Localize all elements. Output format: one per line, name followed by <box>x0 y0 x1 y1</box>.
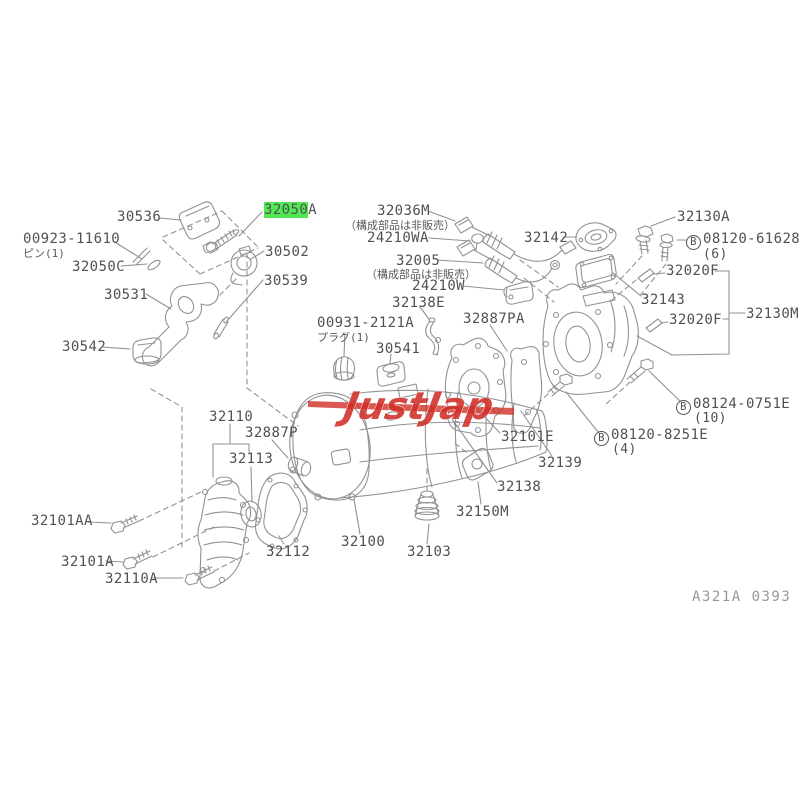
bolt-32101A <box>122 549 153 570</box>
part-label-32020F-lower: 32020F <box>669 312 722 328</box>
part-label-30542: 30542 <box>62 339 107 355</box>
clamp-30502 <box>230 245 258 286</box>
breather-tube-32138E <box>425 317 442 356</box>
part-suffix: A <box>308 202 317 218</box>
bolt-08120-61628 <box>659 233 674 262</box>
reverse-lamp-switch-32005 <box>456 239 561 284</box>
check-plug-spring-32050A <box>202 229 240 254</box>
part-label-32020F-upper: 32020F <box>666 263 719 279</box>
part-label-32101AA: 32101AA <box>31 513 93 529</box>
part-note-32005: （構成部品は非販売） <box>366 268 476 281</box>
rear-extension-housing-32130M <box>542 283 639 395</box>
part-label-32036M: 32036M <box>377 203 430 219</box>
part-qty-08120-8251E: (4) <box>612 442 637 457</box>
gasket-32112 <box>254 472 308 550</box>
part-note-32036M: （構成部品は非販売） <box>345 219 455 232</box>
part-label-32113: 32113 <box>229 451 274 467</box>
part-label-32050A: 32050A <box>264 202 317 218</box>
part-label-32138: 32138 <box>497 479 542 495</box>
highlighted-part-number: 32050 <box>264 202 309 218</box>
pin-32050C <box>147 259 161 271</box>
cover-32142 <box>575 222 617 252</box>
part-label-32050C: 32050C <box>72 259 125 275</box>
part-label-32101A: 32101A <box>61 554 114 570</box>
boot-30542 <box>132 337 162 365</box>
part-label-32150M: 32150M <box>456 504 509 520</box>
part-label-24210WA: 24210WA <box>367 230 429 246</box>
part-label-32101E: 32101E <box>501 429 554 445</box>
gasket-32143 <box>575 253 617 289</box>
part-note-pin: ピン(1) <box>23 247 65 260</box>
bolt-32101AA <box>110 514 140 534</box>
part-label-32138E: 32138E <box>392 295 445 311</box>
part-label-32130M: 32130M <box>746 306 799 322</box>
circled-b-icon: B <box>676 400 691 415</box>
plug-00931-2121A <box>333 356 356 381</box>
part-label-30536: 30536 <box>117 209 162 225</box>
diagram-reference-code: A321A 0393 <box>692 589 792 605</box>
front-cover-32110 <box>197 476 252 589</box>
filler-cap-30541 <box>376 361 406 387</box>
part-label-32103: 32103 <box>407 544 452 560</box>
part-label-30541: 30541 <box>376 341 421 357</box>
part-label-32887PA: 32887PA <box>463 311 525 327</box>
plate-32887PA <box>510 346 543 434</box>
part-qty-08120-61628: (6) <box>703 247 728 262</box>
part-note-plug: プラグ(1) <box>317 331 370 344</box>
oil-seal-32113 <box>240 500 262 528</box>
part-label-30531: 30531 <box>104 287 149 303</box>
neutral-switch-32036M <box>454 216 577 262</box>
part-label-32110: 32110 <box>209 409 254 425</box>
part-label-32139: 32139 <box>538 455 583 471</box>
lock-plate-32150M <box>461 447 494 481</box>
part-label-30539: 30539 <box>264 273 309 289</box>
bolt-08124-0751E <box>626 358 654 384</box>
part-label-32142: 32142 <box>524 230 569 246</box>
part-label-00923-11610: 00923-11610 <box>23 231 121 247</box>
part-label-32887P: 32887P <box>245 425 298 441</box>
bolt-32130A <box>635 225 654 255</box>
dowel-pin-32020F-lower <box>645 318 663 333</box>
part-label-24210W: 24210W <box>412 278 465 294</box>
part-label-32100: 32100 <box>341 534 386 550</box>
harness-clip-24210WA <box>471 233 484 251</box>
bolt-32110A <box>184 565 215 586</box>
dowel-pin-32020F-upper <box>637 268 655 283</box>
main-gear-case-32100 <box>289 383 548 501</box>
part-qty-08124-0751E: (10) <box>694 411 727 426</box>
part-label-00931-2121A: 00931-2121A <box>317 315 415 331</box>
bracket-30536 <box>178 201 221 240</box>
part-label-32130A: 32130A <box>677 209 730 225</box>
part-label-32110A: 32110A <box>105 571 158 587</box>
bolt-part-number: 08120-61628 <box>703 231 800 247</box>
circled-b-icon: B <box>686 235 701 250</box>
pin-00923-11610 <box>132 247 151 266</box>
harness-bracket-24210W <box>503 281 534 305</box>
bushing-32887P <box>287 456 312 477</box>
circled-b-icon: B <box>594 431 609 446</box>
part-label-30502: 30502 <box>265 244 310 260</box>
shift-fork-30531 <box>141 282 219 367</box>
damper-32103 <box>414 490 440 521</box>
label-leader-lines <box>87 210 746 579</box>
part-label-32143: 32143 <box>641 292 686 308</box>
part-label-32005: 32005 <box>396 253 441 269</box>
assembly-axis-dashed-lines <box>138 210 667 572</box>
pin-30539 <box>213 316 229 340</box>
watermark-text: JustJap <box>333 384 497 429</box>
watermark: JustJap <box>308 384 514 429</box>
part-label-32112: 32112 <box>266 544 311 560</box>
watermark-stripe <box>308 401 514 415</box>
bolt-08120-8251E <box>547 373 573 397</box>
bolt-part-number: 08124-0751E <box>693 396 791 412</box>
bolt-part-number: 08120-8251E <box>611 427 709 443</box>
